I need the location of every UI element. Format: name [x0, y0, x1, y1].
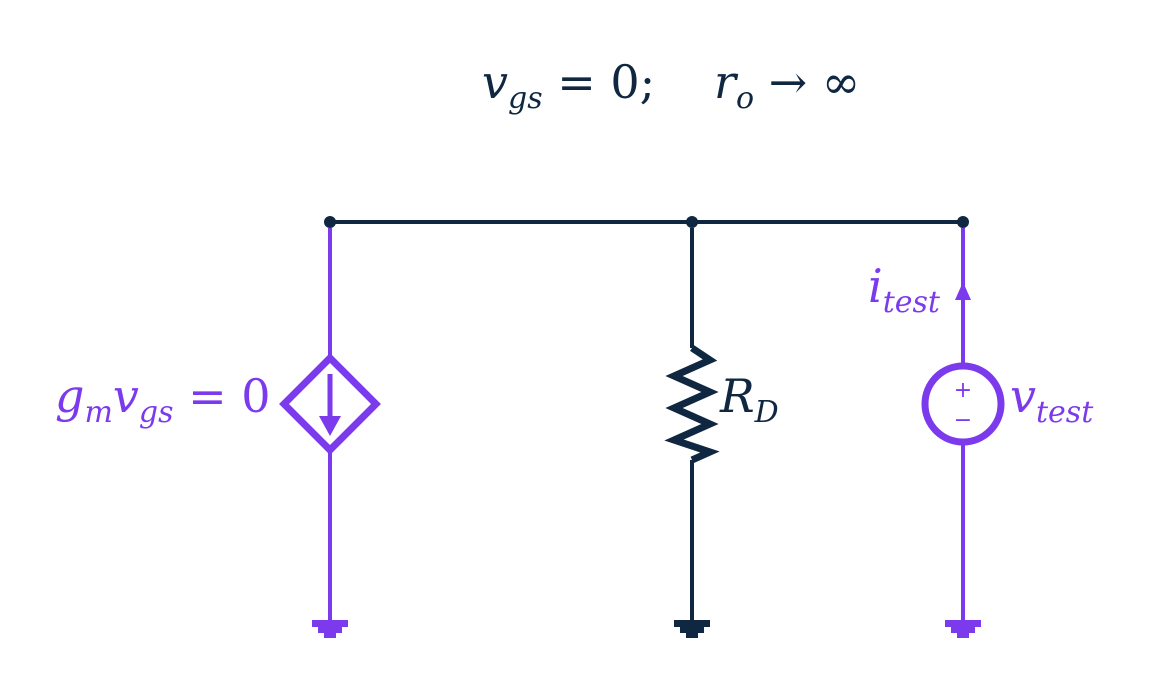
zigzag-resistor-icon: [664, 345, 720, 464]
ground-icon: [674, 620, 710, 638]
ground-icon: [312, 620, 348, 638]
test-voltage-label: vtest: [1010, 369, 1094, 430]
vtest-letter: v: [1010, 369, 1036, 423]
resistor-rd: RD: [664, 228, 779, 638]
itest-letter: i: [868, 259, 883, 313]
resistor-sub: D: [754, 395, 779, 430]
gm-letter: g: [55, 369, 84, 423]
gm-sub: m: [84, 395, 112, 430]
vtest-sub: test: [1036, 395, 1094, 430]
resistor-letter: R: [719, 369, 755, 423]
header-arrow: → ∞: [754, 55, 860, 109]
itest-sub: test: [883, 285, 941, 320]
header-equation: vgs = 0;: [482, 55, 655, 116]
up-arrow-icon: [955, 282, 971, 300]
node-dot: [957, 216, 969, 228]
header-r: r: [714, 55, 739, 109]
dependent-source-value: = 0: [174, 369, 271, 423]
node-dot: [324, 216, 336, 228]
ground-icon: [945, 620, 981, 638]
header-v-sub: gs: [508, 81, 543, 116]
dependent-current-source: gmvgs = 0: [55, 228, 381, 638]
header-eq-zero: = 0;: [543, 55, 656, 109]
down-arrow-icon: [319, 416, 341, 436]
dependent-source-label: gmvgs = 0: [55, 369, 271, 430]
minus-sign: −: [954, 408, 972, 433]
resistor-label: RD: [719, 369, 779, 430]
plus-sign: +: [954, 378, 972, 403]
header-r-sub: o: [736, 81, 754, 116]
test-current-label: itest: [868, 259, 941, 320]
node-dot: [686, 216, 698, 228]
vgs-letter: v: [113, 369, 139, 423]
header-v: v: [482, 55, 508, 109]
test-voltage-source: + − itest vtest: [868, 228, 1094, 638]
vgs-sub: gs: [139, 395, 174, 430]
header-ro: ro → ∞: [714, 55, 860, 116]
